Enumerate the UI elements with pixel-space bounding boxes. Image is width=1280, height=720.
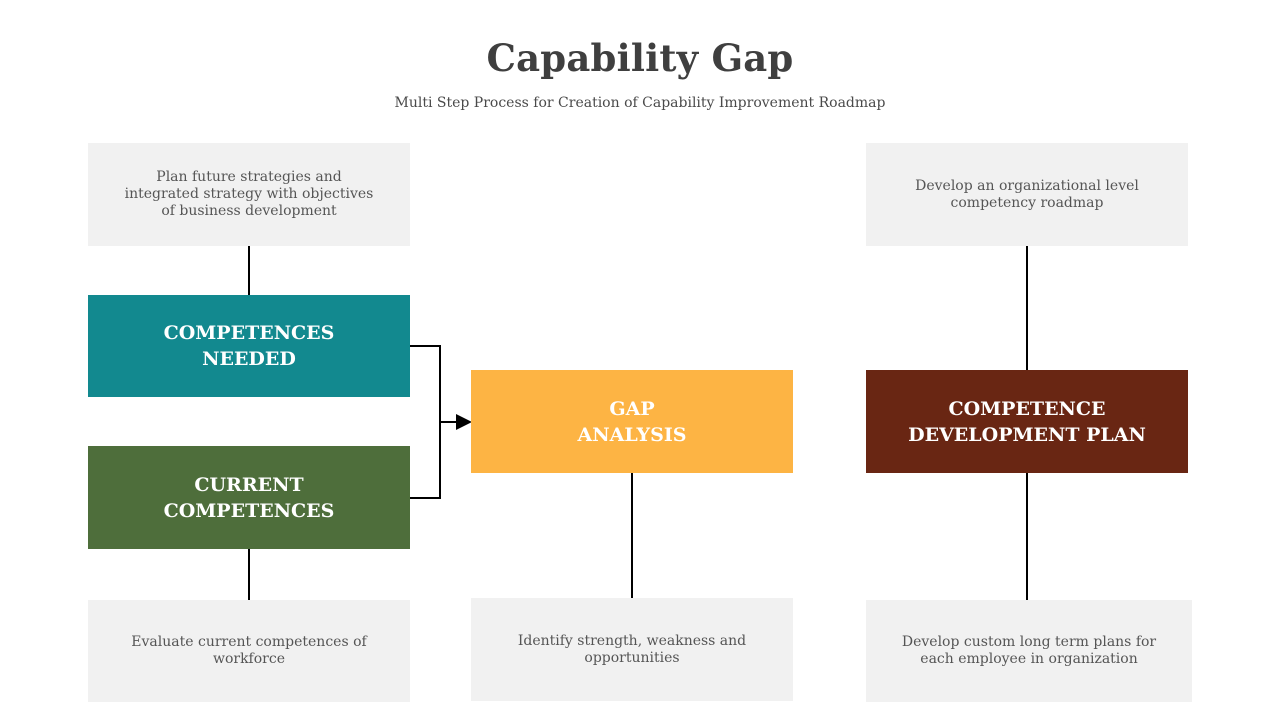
note-identify-strength-text: Identify strength, weakness and opportun… xyxy=(517,632,747,666)
note-evaluate-current: Evaluate current competences of workforc… xyxy=(88,600,410,702)
connector-needed-bracket xyxy=(410,345,441,499)
page-title: Capability Gap xyxy=(486,36,794,80)
page-subtitle: Multi Step Process for Creation of Capab… xyxy=(394,95,886,111)
step-gap-analysis-label: GAP ANALYSIS xyxy=(577,397,687,446)
note-develop-custom-text: Develop custom long term plans for each … xyxy=(901,634,1157,667)
step-gap-analysis: GAP ANALYSIS xyxy=(471,370,793,473)
step-competences-needed: COMPETENCES NEEDED xyxy=(88,295,410,397)
step-competences-needed-label: COMPETENCES NEEDED xyxy=(163,322,335,370)
note-identify-strength: Identify strength, weakness and opportun… xyxy=(471,598,793,701)
note-develop-roadmap: Develop an organizational level competen… xyxy=(866,143,1188,246)
note-plan-future-text: Plan future strategies and integrated st… xyxy=(124,169,374,219)
step-development-plan: COMPETENCE DEVELOPMENT PLAN xyxy=(866,370,1188,473)
step-current-competences-label: CURRENT COMPETENCES xyxy=(163,473,335,522)
step-current-competences: CURRENT COMPETENCES xyxy=(88,446,410,549)
note-develop-roadmap-text: Develop an organizational level competen… xyxy=(915,177,1139,211)
step-development-plan-label: COMPETENCE DEVELOPMENT PLAN xyxy=(908,397,1146,446)
note-evaluate-current-text: Evaluate current competences of workforc… xyxy=(131,634,367,667)
note-develop-custom: Develop custom long term plans for each … xyxy=(866,600,1192,702)
note-plan-future: Plan future strategies and integrated st… xyxy=(88,143,410,246)
